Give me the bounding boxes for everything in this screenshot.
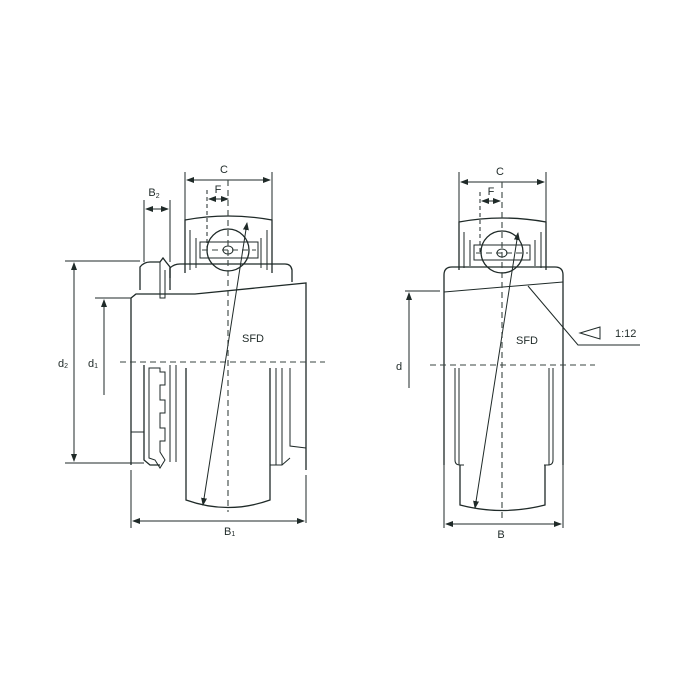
svg-text:B1: B1	[224, 526, 235, 538]
dimension-b: B	[445, 521, 562, 541]
label-sfd-left: SFD	[242, 333, 264, 345]
label-b1: B	[224, 526, 231, 538]
label-b: B	[497, 529, 504, 541]
svg-text:B2: B2	[148, 187, 159, 200]
label-sfd-right: SFD	[516, 335, 538, 347]
left-bearing-view: C F B2	[58, 164, 325, 538]
dimension-b1: B1	[130, 470, 307, 538]
label-c-right: C	[496, 166, 504, 178]
label-f: F	[215, 184, 222, 196]
dimension-b2: B2	[143, 187, 171, 262]
label-c: C	[220, 164, 228, 176]
label-d: d	[396, 361, 402, 373]
label-d2: d	[58, 358, 64, 370]
svg-text:d2: d2	[58, 358, 68, 370]
dimension-d: d	[396, 290, 440, 388]
svg-text:d1: d1	[88, 358, 98, 370]
right-bearing-view: C F 1:12	[396, 166, 640, 541]
dimension-d1: d1	[88, 297, 131, 395]
dimension-d2: d2	[58, 260, 144, 464]
label-d1: d	[88, 358, 94, 370]
label-b2: B	[148, 187, 155, 199]
label-f-right: F	[488, 186, 495, 198]
label-taper: 1:12	[615, 328, 636, 340]
